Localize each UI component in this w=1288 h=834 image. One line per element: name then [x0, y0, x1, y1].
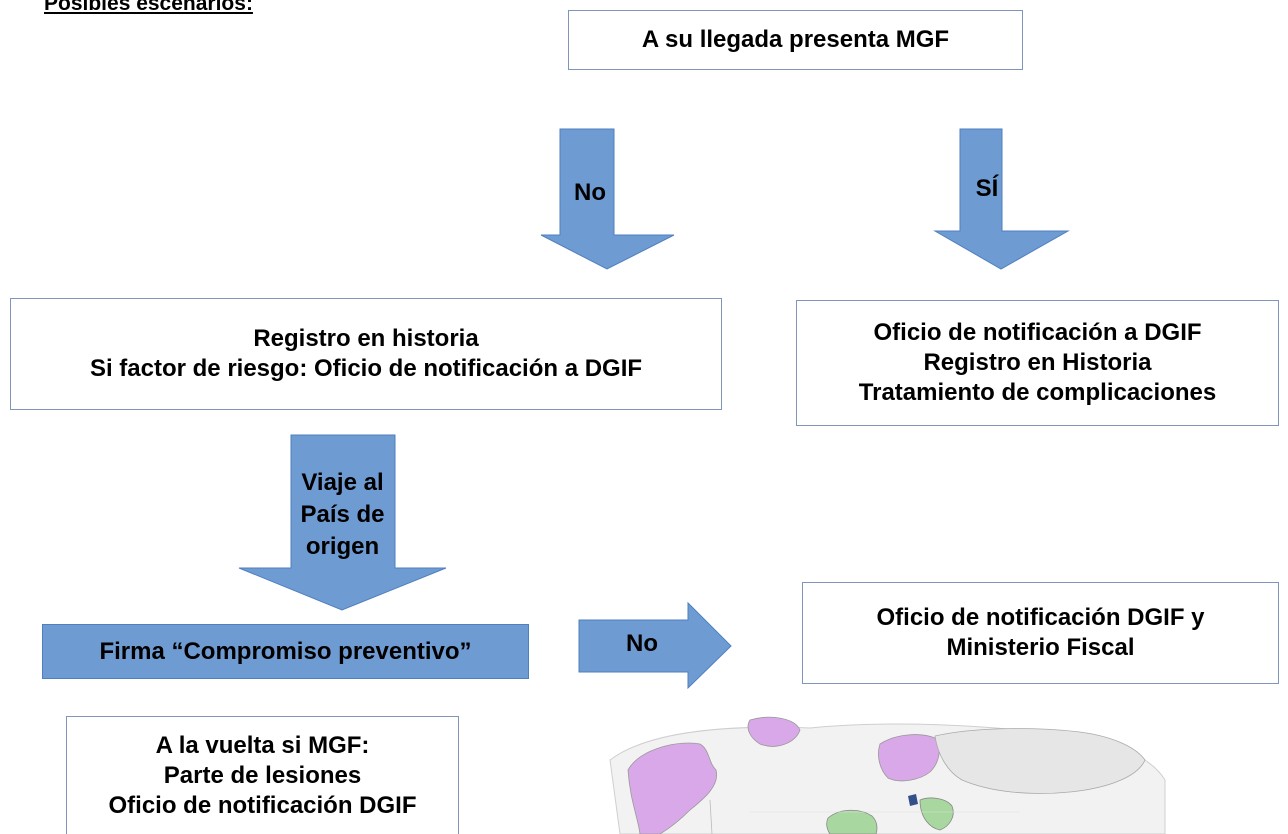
- no-right-arrow: [578, 601, 732, 690]
- firma-text: Firma “Compromiso preventivo”: [99, 637, 472, 665]
- world-map-svg: [609, 716, 1166, 834]
- vuelta-line-1: A la vuelta si MGF:: [155, 731, 370, 759]
- right-box-line-1: Oficio de notificación a DGIF: [873, 319, 1202, 346]
- si-down-arrow: [933, 128, 1070, 270]
- viaje-label: Viaje al País de origen: [290, 460, 395, 570]
- no-down-arrow: [540, 128, 675, 270]
- right-box-line-3: Tratamiento de complicaciones: [858, 379, 1217, 406]
- arrival-mgf-text: A su llegada presenta MGF: [641, 26, 950, 53]
- registro-historia-box: Registro en historia Si factor de riesgo…: [10, 298, 722, 410]
- fiscal-line-2: Ministerio Fiscal: [946, 634, 1135, 661]
- vuelta-line-3: Oficio de notificación DGIF: [108, 791, 417, 819]
- arrival-mgf-box: A su llegada presenta MGF: [568, 10, 1023, 70]
- left-box-line-2: Si factor de riesgo: Oficio de notificac…: [89, 355, 643, 382]
- page-heading: Posibles escenarios:: [44, 0, 253, 15]
- vuelta-line-2: Parte de lesiones: [163, 761, 362, 789]
- left-box-line-1: Registro en historia: [253, 325, 479, 352]
- vuelta-mgf-box: A la vuelta si MGF: Parte de lesiones Of…: [66, 716, 459, 834]
- ministerio-fiscal-box: Oficio de notificación DGIF y Ministerio…: [802, 582, 1279, 684]
- viaje-down-arrow: [238, 434, 447, 611]
- compromiso-preventivo-box: Firma “Compromiso preventivo”: [42, 624, 529, 679]
- viaje-line-2: País de: [300, 501, 385, 528]
- fiscal-line-1: Oficio de notificación DGIF y: [876, 604, 1205, 631]
- notificacion-dgif-box: Oficio de notificación a DGIF Registro e…: [796, 300, 1279, 426]
- right-box-line-2: Registro en Historia: [923, 349, 1152, 376]
- no-right-label: No: [626, 630, 658, 657]
- no-left-label: No: [574, 179, 606, 206]
- si-right-label: SÍ: [975, 175, 999, 202]
- viaje-line-1: Viaje al: [301, 469, 384, 496]
- world-map-image: [590, 700, 1170, 834]
- viaje-line-3: origen: [305, 533, 380, 560]
